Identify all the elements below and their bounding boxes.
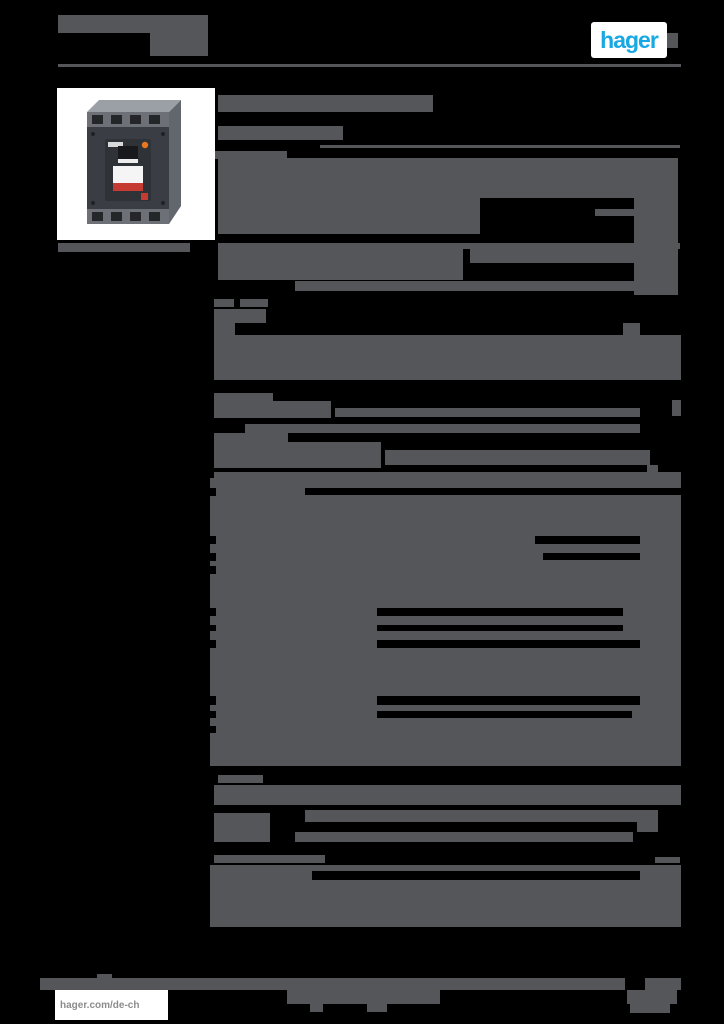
section2-gap [312,871,640,880]
footer-rule-right [645,978,681,990]
header-title-bar [58,15,208,33]
logo-side-bar [667,33,678,48]
info-label-bar [214,151,287,159]
section1-heading-block [214,309,266,323]
info-line [320,145,680,148]
table-gap [543,553,640,560]
row-tick [210,608,216,616]
footer-center-bar [287,990,440,1004]
info-block [218,198,480,234]
footer-right-bar [627,990,677,1004]
attr-block-2 [214,442,381,468]
attr-row [245,424,640,433]
footer-rule [40,978,625,990]
image-caption-bar [58,243,190,252]
table-gap [377,625,623,631]
table-band-top [214,472,681,478]
info-block-3 [470,249,640,263]
footer-tiny-bar [97,974,112,979]
attr-label-bar [214,393,273,401]
row-tick [210,488,216,496]
attr-value-bar [335,408,640,417]
section2-heading-bar [218,775,263,783]
hager-logo-text: hager [600,26,659,53]
footer-center-descender [310,1004,323,1012]
attr-value-bar-2 [385,450,650,465]
product-title-bar [218,95,433,112]
section1-left-bit [214,323,235,335]
table-gap [377,696,640,705]
row-tick [210,711,216,718]
attr-block [214,401,331,418]
qr-block [634,158,678,295]
table-gap [535,536,640,544]
row-tick [210,640,216,648]
info-text-row [295,281,637,291]
section2-row-2 [295,832,633,842]
table-gap [305,488,681,495]
header-rule [58,64,681,67]
header-title-bar-2 [150,32,208,56]
footer-link[interactable]: hager.com/de-ch [60,999,140,1011]
section2-row [305,810,658,822]
footer-center-descender [367,1004,387,1012]
table-gap [377,608,623,616]
section1-right-bit [623,323,640,335]
product-image-box [57,88,215,240]
info-band [218,158,678,198]
footer-right-descender [630,1004,670,1013]
table-gap [377,711,632,718]
product-subtitle-bar [218,126,343,140]
section2-label-bar [214,855,325,863]
table-mass [210,478,681,766]
info-band-2 [218,243,680,249]
hager-logo-box: hager [591,22,667,58]
attr-descender [647,465,658,473]
info-connector [595,209,640,216]
section1-band [214,335,681,380]
row-tick [210,566,216,574]
section2-right-bit [637,820,658,832]
section2-right-bit-2 [655,857,680,863]
section1-title-bar [240,299,268,307]
attr-right-bit [672,400,681,416]
attr-label-bar-2 [214,433,288,442]
row-tick [210,553,216,561]
row-tick [210,696,216,705]
section1-number-bar [214,299,234,307]
footer-link-box: hager.com/de-ch [55,990,168,1020]
section2-band [214,785,681,805]
table-gap [377,640,640,648]
section2-left-block [214,813,270,842]
row-tick [210,726,216,733]
circuit-breaker-image [87,100,181,224]
info-block-2 [218,249,463,280]
row-tick [210,625,216,631]
row-tick [210,536,216,544]
